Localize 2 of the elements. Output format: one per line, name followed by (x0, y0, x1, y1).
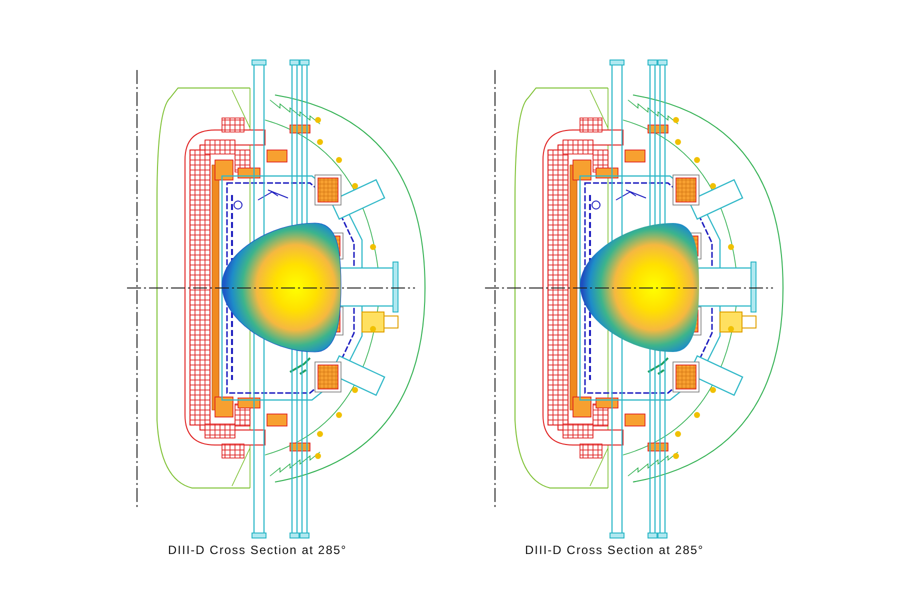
figure-caption: DIII-D Cross Section at 285° (525, 543, 704, 557)
figure-caption: DIII-D Cross Section at 285° (168, 543, 347, 557)
